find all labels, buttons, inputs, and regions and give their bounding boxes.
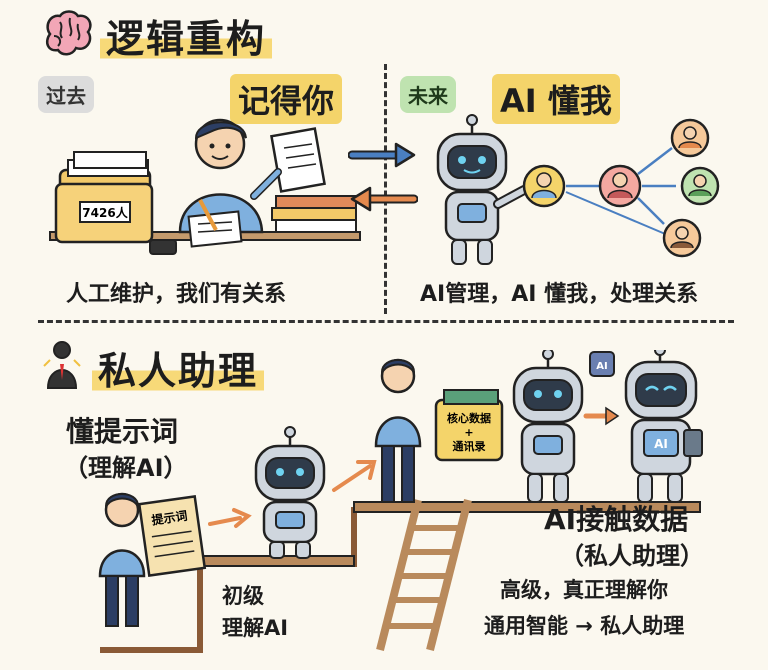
left-line1: 懂提示词	[66, 415, 179, 448]
future-caption: AI管理，AI 懂我，处理关系	[420, 282, 699, 307]
robot-screen-label: AI	[654, 437, 668, 451]
folder-label-plus: +	[464, 426, 473, 439]
past-caption: 人工维护，我们有关系	[66, 282, 287, 307]
future-headline: AI 懂我	[492, 74, 620, 124]
folder-label-line2: 通讯录	[453, 440, 486, 453]
horizontal-divider	[38, 320, 734, 323]
past-tag: 过去	[38, 76, 94, 113]
step1-line1: 初级	[222, 584, 264, 608]
right-title: AI接触数据	[544, 503, 689, 536]
past-scene: 7426人	[40, 112, 370, 276]
arrow-left-icon	[348, 184, 419, 218]
brain-icon	[40, 8, 96, 64]
businessman-icon	[42, 340, 82, 396]
right-line1: 高级，真正理解你	[500, 578, 668, 602]
folder-label-line1: 核心数据	[447, 411, 491, 425]
step1-line2: 理解AI	[222, 616, 289, 640]
arrow-right-icon	[347, 140, 418, 174]
future-scene	[420, 112, 740, 276]
top-title: 逻辑重构	[100, 8, 273, 63]
left-line2: （理解AI）	[64, 454, 188, 482]
chip-label: AI	[596, 361, 607, 372]
staircase-scene: 提示词 核心数据 + 通讯录	[80, 344, 720, 664]
past-headline: 记得你	[230, 74, 343, 124]
scroll-label: 提示词	[151, 508, 189, 528]
future-tag: 未来	[400, 76, 456, 113]
right-line2: 通用智能 → 私人助理	[484, 614, 685, 638]
folder-label: 7426人	[82, 205, 128, 220]
bottom-title: 私人助理	[92, 340, 265, 395]
vertical-divider	[384, 64, 387, 314]
right-subtitle: （私人助理）	[560, 542, 704, 570]
